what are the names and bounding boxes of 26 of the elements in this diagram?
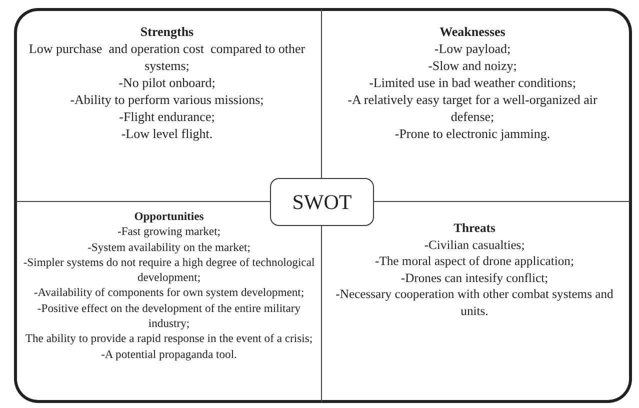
list-item: -A relatively easy target for a well-organized air defense; (346, 91, 598, 125)
list-item: -Slow and noizy; (427, 57, 518, 74)
list-item: -Simpler systems do not require a high degree of technological development; (22, 254, 316, 286)
list-item: -Availability of components for own system development; (32, 285, 306, 301)
list-item: -A potential propaganda tool. (100, 346, 238, 362)
list-item: -Flight endurance; (118, 108, 216, 125)
quadrant-heading: Threats (452, 220, 496, 236)
list-item: -Ability to perform various missions; (69, 91, 265, 108)
list-item: -Drones can intesify conflict; (400, 270, 550, 286)
list-item: -Necessary cooperation with other combat systems and units. (334, 286, 614, 319)
center-box: SWOT (270, 178, 374, 226)
list-item: Low purchase and operation cost compared to other systems; (28, 40, 306, 74)
list-item: -No pilot onboard; (118, 74, 216, 91)
list-item: -Prone to electronic jamming. (394, 125, 552, 142)
list-item: -System availability on the market; (86, 240, 252, 255)
quadrant-heading: Strengths (139, 23, 195, 40)
list-item: -Limited use in bad weather conditions; (368, 74, 577, 91)
list-item: -Low level flight. (120, 125, 214, 142)
list-item: -Fast growing market; (116, 224, 222, 240)
list-item: The ability to provide a rapid response in the event of a crisis; (24, 331, 314, 347)
list-item: -The moral aspect of drone application; (374, 253, 575, 270)
quadrant-heading: Weaknesses (438, 23, 506, 40)
list-item: -Positive effect on the development of the entire military industry; (36, 300, 302, 332)
list-item: -Civilian casualties; (423, 236, 526, 253)
list-item: -Low payload; (433, 40, 512, 57)
quadrant-heading: Opportunities (133, 209, 205, 224)
